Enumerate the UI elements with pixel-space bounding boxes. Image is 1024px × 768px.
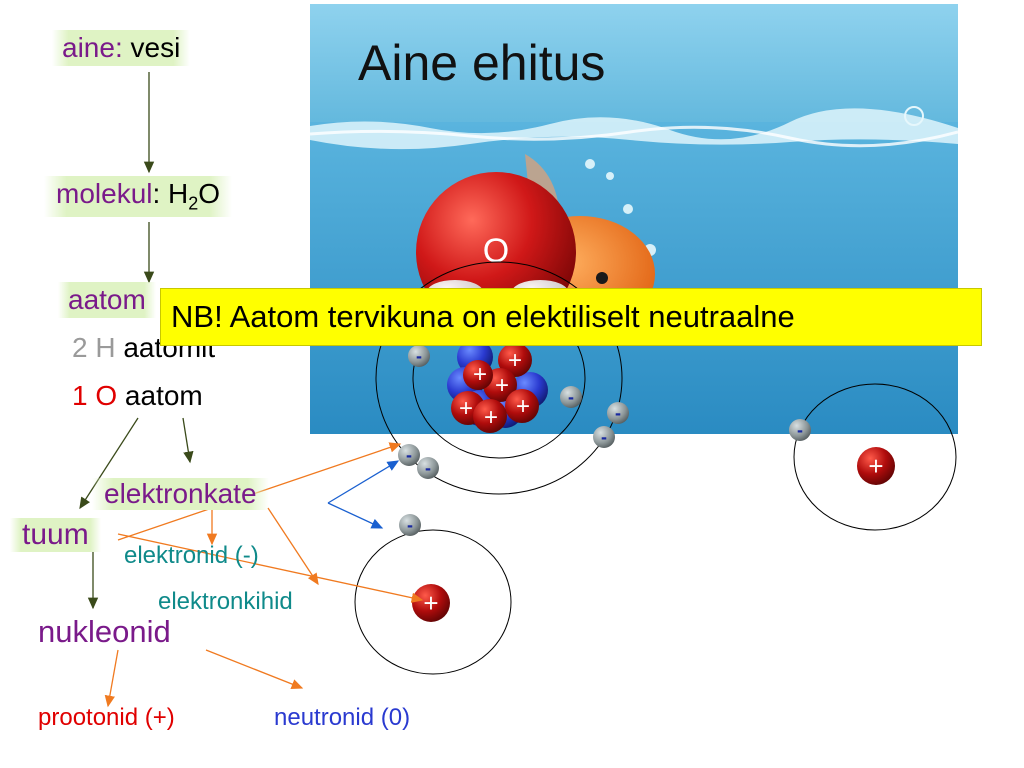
label-prootonid: prootonid (+) — [38, 704, 175, 731]
orbits — [354, 261, 957, 675]
arrow-aatom-tuum — [79, 417, 139, 510]
arrow-elektronkate-elektronkihid — [267, 507, 319, 586]
svg-text:-: - — [425, 458, 431, 478]
electron: - — [399, 514, 421, 536]
svg-text:-: - — [416, 346, 422, 366]
electron: - — [789, 419, 811, 441]
page-title: Aine ehitus — [358, 35, 606, 91]
proton-sign: + — [459, 395, 473, 422]
hydrogen-nucleus-bottom: + — [412, 584, 450, 622]
label-elektronid: elektronid (-) — [124, 542, 259, 569]
svg-text:-: - — [407, 515, 413, 535]
arrow-nukleonid-neutronid — [205, 649, 304, 690]
label-tuum: tuum — [10, 518, 101, 552]
electron: - — [398, 444, 420, 466]
orbit-hydrogen-bottom — [354, 529, 512, 675]
electron: - — [417, 457, 439, 479]
arrow-tuum-hydrogen-nucleus — [117, 533, 424, 603]
oxygen-nucleus: + + + + + + — [447, 339, 548, 433]
nb-banner: NB! Aatom tervikuna on elektiliselt neut… — [160, 288, 982, 346]
electron: - — [560, 386, 582, 408]
svg-text:-: - — [615, 403, 621, 423]
proton-sign: + — [516, 393, 530, 420]
label-o-atom: 1 O aatom — [72, 380, 203, 411]
hierarchy-arrows — [79, 72, 194, 610]
electron: - — [593, 426, 615, 448]
label-elektronkihid: elektronkihid — [158, 588, 293, 615]
arrow-elektronkate-electron-lower — [327, 502, 384, 529]
svg-text:-: - — [406, 445, 412, 465]
proton-sign: + — [473, 361, 487, 388]
label-neutronid: neutronid (0) — [274, 704, 411, 731]
orbit-oxygen-outer — [375, 261, 623, 495]
arrow-nukleonid-prootonid — [104, 649, 119, 708]
proton-sign: + — [423, 588, 438, 618]
label-aine: aine: vesi — [52, 30, 191, 66]
arrow-aatom-elektronkate — [182, 417, 194, 464]
label-molekul: molekul: H2O — [44, 176, 233, 217]
blue-arrows — [327, 460, 400, 529]
orbit-hydrogen-right — [793, 383, 957, 531]
oxygen-symbol: O — [483, 232, 509, 270]
electron: - — [408, 345, 430, 367]
arrow-elektronkate-electron-upper — [327, 460, 400, 504]
proton-sign: + — [868, 451, 883, 481]
proton-sign: + — [484, 404, 498, 431]
electrons: - - - - - - - - — [398, 345, 811, 536]
svg-text:-: - — [601, 427, 607, 447]
label-nukleonid: nukleonid — [38, 614, 171, 649]
proton-sign: + — [495, 372, 509, 399]
proton-sign: + — [508, 347, 522, 374]
label-aatomid: aatom — [58, 282, 156, 318]
svg-text:-: - — [797, 420, 803, 440]
svg-text:-: - — [568, 387, 574, 407]
electron: - — [607, 402, 629, 424]
hydrogen-nucleus-right: + — [857, 447, 895, 485]
label-elektronkate: elektronkate — [92, 478, 269, 510]
